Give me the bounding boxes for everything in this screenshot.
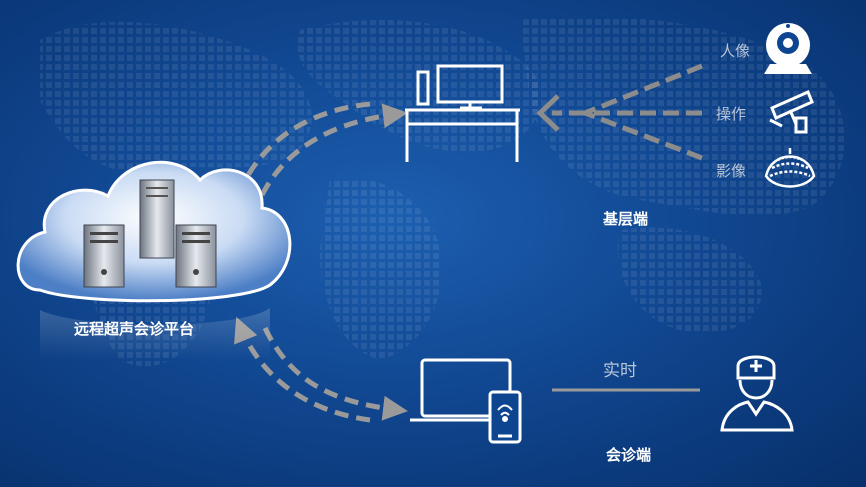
input-label-portrait: 人像 xyxy=(720,42,751,60)
consultation-label: 会诊端 xyxy=(606,446,652,464)
cloud-platform-graphic xyxy=(16,160,292,303)
realtime-label: 实时 xyxy=(603,361,637,381)
sync-arrows-top xyxy=(231,101,408,206)
grassroots-label: 基层端 xyxy=(603,210,649,228)
input-label-imaging: 影像 xyxy=(716,162,747,180)
input-label-operation: 操作 xyxy=(716,105,747,123)
doctor-icon xyxy=(720,355,794,432)
cctv-camera-icon xyxy=(769,89,814,134)
platform-label: 远程超声会诊平台 xyxy=(74,320,195,338)
desktop-computer-icon xyxy=(405,64,520,162)
ultrasound-image-icon xyxy=(764,148,816,188)
laptop-phone-icon xyxy=(410,358,522,444)
sync-arrows-bottom xyxy=(234,316,408,423)
input-convergence-lines xyxy=(552,63,703,161)
input-arrow-head xyxy=(536,94,560,132)
cloud-reflection xyxy=(40,308,270,360)
webcam-icon xyxy=(764,23,812,74)
